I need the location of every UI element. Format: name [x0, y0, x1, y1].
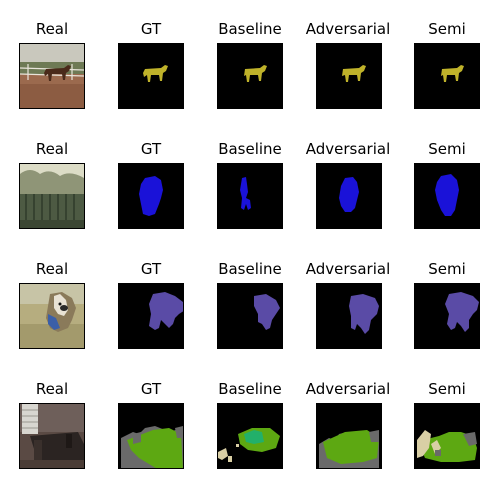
adversarial-mask-horse	[316, 43, 382, 109]
col-title-gt: GT	[140, 260, 162, 278]
real-image-person-garden	[19, 163, 85, 229]
col-title-gt: GT	[140, 380, 162, 398]
adversarial-mask-dining-room	[316, 403, 382, 469]
baseline-mask-person	[217, 163, 283, 229]
col-title-real: Real	[35, 260, 69, 278]
col-title-semi: Semi	[428, 140, 466, 158]
semi-mask-dog	[414, 283, 480, 349]
col-title-baseline: Baseline	[218, 140, 282, 158]
semi-mask-dining-room	[414, 403, 480, 469]
gt-mask-dog	[118, 283, 184, 349]
adversarial-mask-person	[316, 163, 382, 229]
col-title-gt: GT	[140, 140, 162, 158]
col-title-real: Real	[35, 140, 69, 158]
semi-mask-person	[414, 163, 480, 229]
col-title-adversarial: Adversarial	[305, 380, 391, 398]
col-title-baseline: Baseline	[218, 260, 282, 278]
baseline-mask-horse	[217, 43, 283, 109]
real-image-dining-room	[19, 403, 85, 469]
baseline-mask-dog	[217, 283, 283, 349]
col-title-semi: Semi	[428, 20, 466, 38]
col-title-adversarial: Adversarial	[305, 260, 391, 278]
gt-mask-person	[118, 163, 184, 229]
col-title-baseline: Baseline	[218, 20, 282, 38]
col-title-semi: Semi	[428, 260, 466, 278]
col-title-real: Real	[35, 380, 69, 398]
col-title-adversarial: Adversarial	[305, 140, 391, 158]
col-title-baseline: Baseline	[218, 380, 282, 398]
real-image-horse	[19, 43, 85, 109]
col-title-gt: GT	[140, 20, 162, 38]
semi-mask-horse	[414, 43, 480, 109]
adversarial-mask-dog	[316, 283, 382, 349]
col-title-real: Real	[35, 20, 69, 38]
real-image-dog	[19, 283, 85, 349]
gt-mask-horse	[118, 43, 184, 109]
col-title-semi: Semi	[428, 380, 466, 398]
gt-mask-dining-room	[118, 403, 184, 469]
baseline-mask-dining-room	[217, 403, 283, 469]
col-title-adversarial: Adversarial	[305, 20, 391, 38]
